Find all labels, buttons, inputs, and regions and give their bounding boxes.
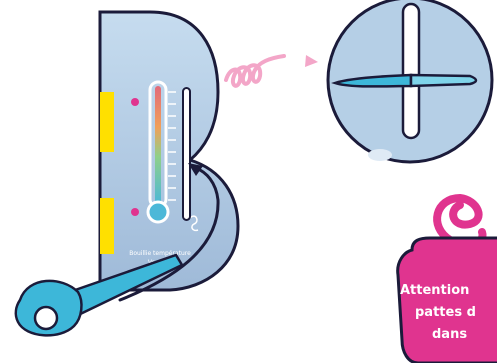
pink-dot-top bbox=[131, 98, 139, 106]
pink-arrow-head bbox=[305, 55, 318, 67]
card-label-line1: Bouillie température bbox=[129, 250, 191, 257]
zoom-cloud bbox=[368, 149, 392, 161]
warning-line1: Attention bbox=[400, 283, 469, 298]
warning-line2: pattes d bbox=[415, 305, 476, 320]
warning-line3: dans bbox=[432, 327, 467, 342]
card-slot bbox=[183, 88, 190, 220]
clip-hole bbox=[35, 307, 57, 329]
yellow-tab-bottom bbox=[100, 198, 114, 254]
zoom-needle-right bbox=[411, 75, 476, 86]
zoom-slot bbox=[403, 4, 419, 138]
pink-dot-bottom bbox=[131, 208, 139, 216]
card-body bbox=[100, 12, 238, 290]
pink-loop-arrow-icon bbox=[226, 56, 284, 86]
yellow-tab-top bbox=[100, 92, 114, 152]
zoom-circle bbox=[328, 0, 492, 162]
warning-bubble: Attention pattes d dans bbox=[398, 238, 497, 363]
thermometer-card: Bouillie température Vers 0.7 bbox=[100, 12, 238, 290]
